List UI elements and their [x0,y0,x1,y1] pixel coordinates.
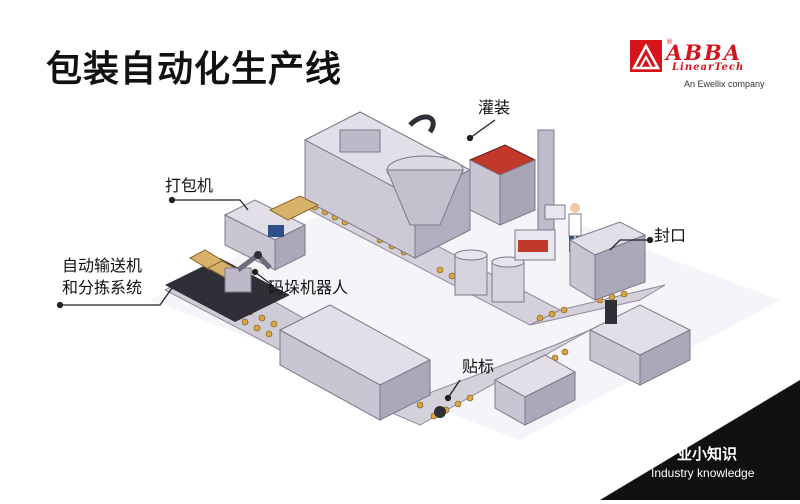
label-sealing: 封口 [654,226,687,245]
page-title: 包装自动化生产线 [46,49,343,90]
label-labeling: 贴标 [462,357,495,376]
label-filling: 灌装 [478,98,511,117]
brand-logo: ABBA LinearTech An Ewellix company ® [628,38,778,94]
logo-registered: ® [666,38,673,46]
labeling-machine [434,354,577,426]
abba-logo-emblem [630,40,662,72]
label-palletizing-robot: 码垛机器人 [268,278,349,297]
badge-subtitle: Industry knowledge [651,466,755,480]
logo-sub: LinearTech [672,62,745,73]
label-packing-machine: 打包机 [165,176,214,195]
filling-machine [303,111,472,259]
sealing-machine [568,221,692,386]
badge-corner [600,380,800,500]
label-conveying-line2: 和分拣系统 [62,278,143,297]
label-conveying-line1: 自动输送机 [62,256,143,275]
badge-title: 产业小知识 [662,445,738,463]
logo-tagline: An Ewellix company [684,79,765,89]
tunnel-machine [278,304,432,421]
callout-lines [56,119,654,402]
palletizing-robot [224,251,272,293]
logo-brand: ABBA [666,40,743,65]
